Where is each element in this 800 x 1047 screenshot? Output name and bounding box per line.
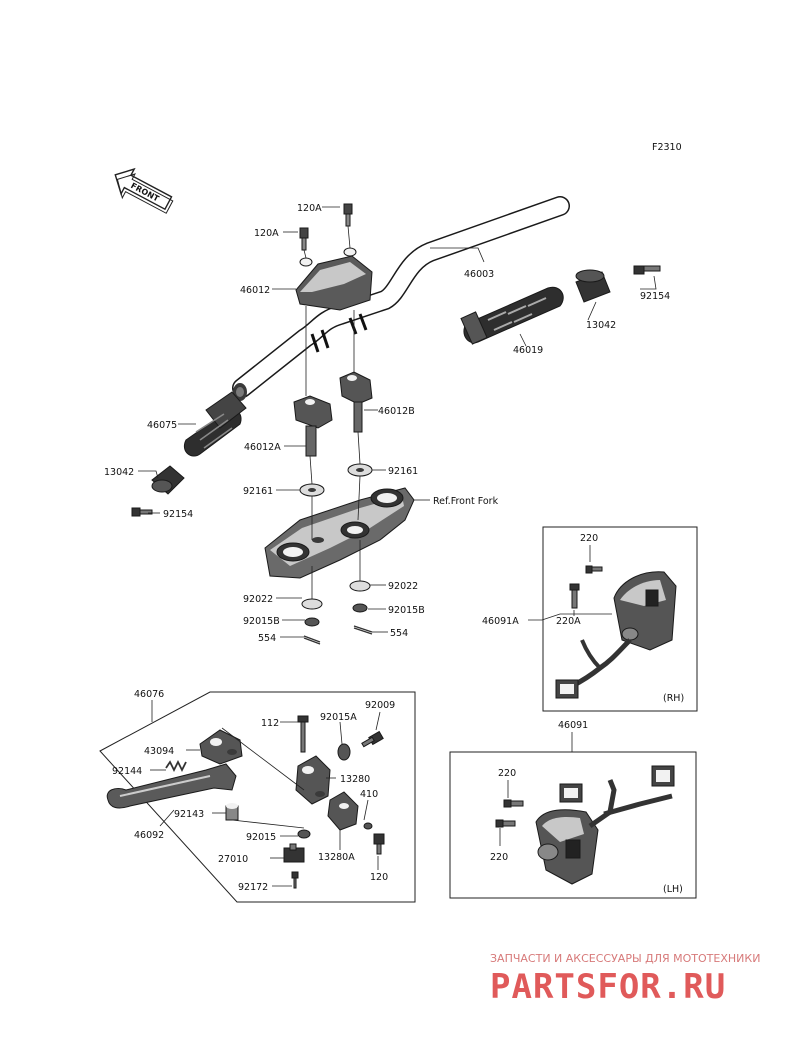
lever-holder-43094 — [199, 729, 243, 765]
lower-clamp-46012A — [293, 395, 333, 457]
label-92022-right: 92022 — [388, 581, 418, 592]
nut-92015B-left — [304, 617, 320, 627]
switch-27010 — [283, 843, 305, 863]
screw-92154-left — [131, 507, 153, 517]
label-46012B: 46012B — [378, 406, 415, 417]
bracket-13280 — [295, 755, 331, 805]
label-220-lh-bottom: 220 — [490, 852, 508, 863]
screw-220-rh — [585, 565, 603, 574]
label-13280A: 13280A — [318, 852, 355, 863]
label-46012A: 46012A — [244, 442, 281, 453]
lower-clamp-46012B — [339, 371, 373, 433]
label-13042-right: 13042 — [586, 320, 616, 331]
watermark-tagline: ЗАПЧАСТИ И АКСЕССУАРЫ ДЛЯ МОТОТЕХНИКИ — [490, 952, 760, 965]
upper-clamp-46012 — [295, 247, 373, 311]
label-46075: 46075 — [147, 420, 177, 431]
label-92015A: 92015A — [320, 712, 357, 723]
collar-92143 — [225, 803, 239, 821]
label-120: 120 — [370, 872, 388, 883]
bolt-120A-left — [299, 227, 309, 251]
washer-92022-right — [349, 580, 371, 592]
label-46019: 46019 — [513, 345, 543, 356]
label-46091A: 46091A — [482, 616, 519, 627]
cotter-pin-554-right — [353, 625, 373, 635]
label-92015B-right: 92015B — [388, 605, 425, 616]
front-arrow-icon: FRONT — [114, 167, 174, 214]
label-92154-right: 92154 — [640, 291, 670, 302]
nut-92015B-right — [352, 603, 368, 613]
label-rh-tag: (RH) — [663, 693, 684, 704]
washer-92022-left — [301, 598, 323, 610]
handlebar-tube — [232, 196, 570, 401]
bar-end-weight-13042-right — [575, 269, 611, 303]
label-112: 112 — [261, 718, 279, 729]
label-92015B-left: 92015B — [243, 616, 280, 627]
figure-code: F2310 — [652, 142, 682, 153]
label-92172: 92172 — [238, 882, 268, 893]
label-92154-left: 92154 — [163, 509, 193, 520]
cotter-pin-554-left — [303, 635, 321, 645]
label-46092: 46092 — [134, 830, 164, 841]
lh-switch-panel — [449, 751, 697, 899]
label-92015: 92015 — [246, 832, 276, 843]
label-46091: 46091 — [558, 720, 588, 731]
screw-220-lh-top — [503, 799, 524, 808]
nut-92015 — [297, 829, 311, 839]
upper-triple-clamp — [264, 487, 415, 579]
lh-switch-housing-46091 — [535, 765, 675, 885]
nut-92015A — [337, 743, 351, 761]
bolt-120 — [373, 833, 385, 855]
label-92161-right: 92161 — [388, 466, 418, 477]
rh-switch-panel — [542, 526, 698, 712]
label-46003: 46003 — [464, 269, 494, 280]
label-120A-left: 120A — [254, 228, 279, 239]
label-92161-left: 92161 — [243, 486, 273, 497]
rh-switch-housing-46091A — [555, 571, 677, 699]
label-ref-front-fork: Ref.Front Fork — [433, 496, 499, 507]
label-92009: 92009 — [365, 700, 395, 711]
label-46076: 46076 — [134, 689, 164, 700]
label-220A-rh: 220A — [556, 616, 581, 627]
bolt-120A-top — [343, 203, 353, 227]
throttle-grip-46019 — [460, 286, 564, 345]
label-554-left: 554 — [258, 633, 276, 644]
label-410: 410 — [360, 789, 378, 800]
label-92144: 92144 — [112, 766, 142, 777]
screw-92172 — [291, 871, 299, 889]
screw-92009 — [361, 730, 384, 748]
label-13280: 13280 — [340, 774, 370, 785]
clutch-lever-46092 — [106, 763, 237, 809]
label-43094: 43094 — [144, 746, 174, 757]
label-46012: 46012 — [240, 285, 270, 296]
watermark-brand: PARTSFOR.RU — [490, 967, 726, 1007]
washer-410 — [363, 822, 373, 830]
bar-end-weight-13042-left — [151, 465, 185, 495]
label-220-rh: 220 — [580, 533, 598, 544]
label-92022-left: 92022 — [243, 594, 273, 605]
clamp-13280A — [327, 791, 359, 831]
screw-220A-rh — [569, 583, 580, 609]
bolt-112 — [297, 715, 309, 753]
grip-46075 — [184, 391, 247, 457]
label-92143: 92143 — [174, 809, 204, 820]
label-554-right: 554 — [390, 628, 408, 639]
label-27010: 27010 — [218, 854, 248, 865]
label-120A-top: 120A — [297, 203, 322, 214]
label-lh-tag: (LH) — [663, 884, 683, 895]
screw-92154-right — [633, 265, 661, 275]
label-220-lh-top: 220 — [498, 768, 516, 779]
spring-92144 — [165, 759, 187, 773]
screw-220-lh-bottom — [495, 819, 516, 828]
label-13042-left: 13042 — [104, 467, 134, 478]
lever-assembly-outline — [99, 691, 416, 903]
